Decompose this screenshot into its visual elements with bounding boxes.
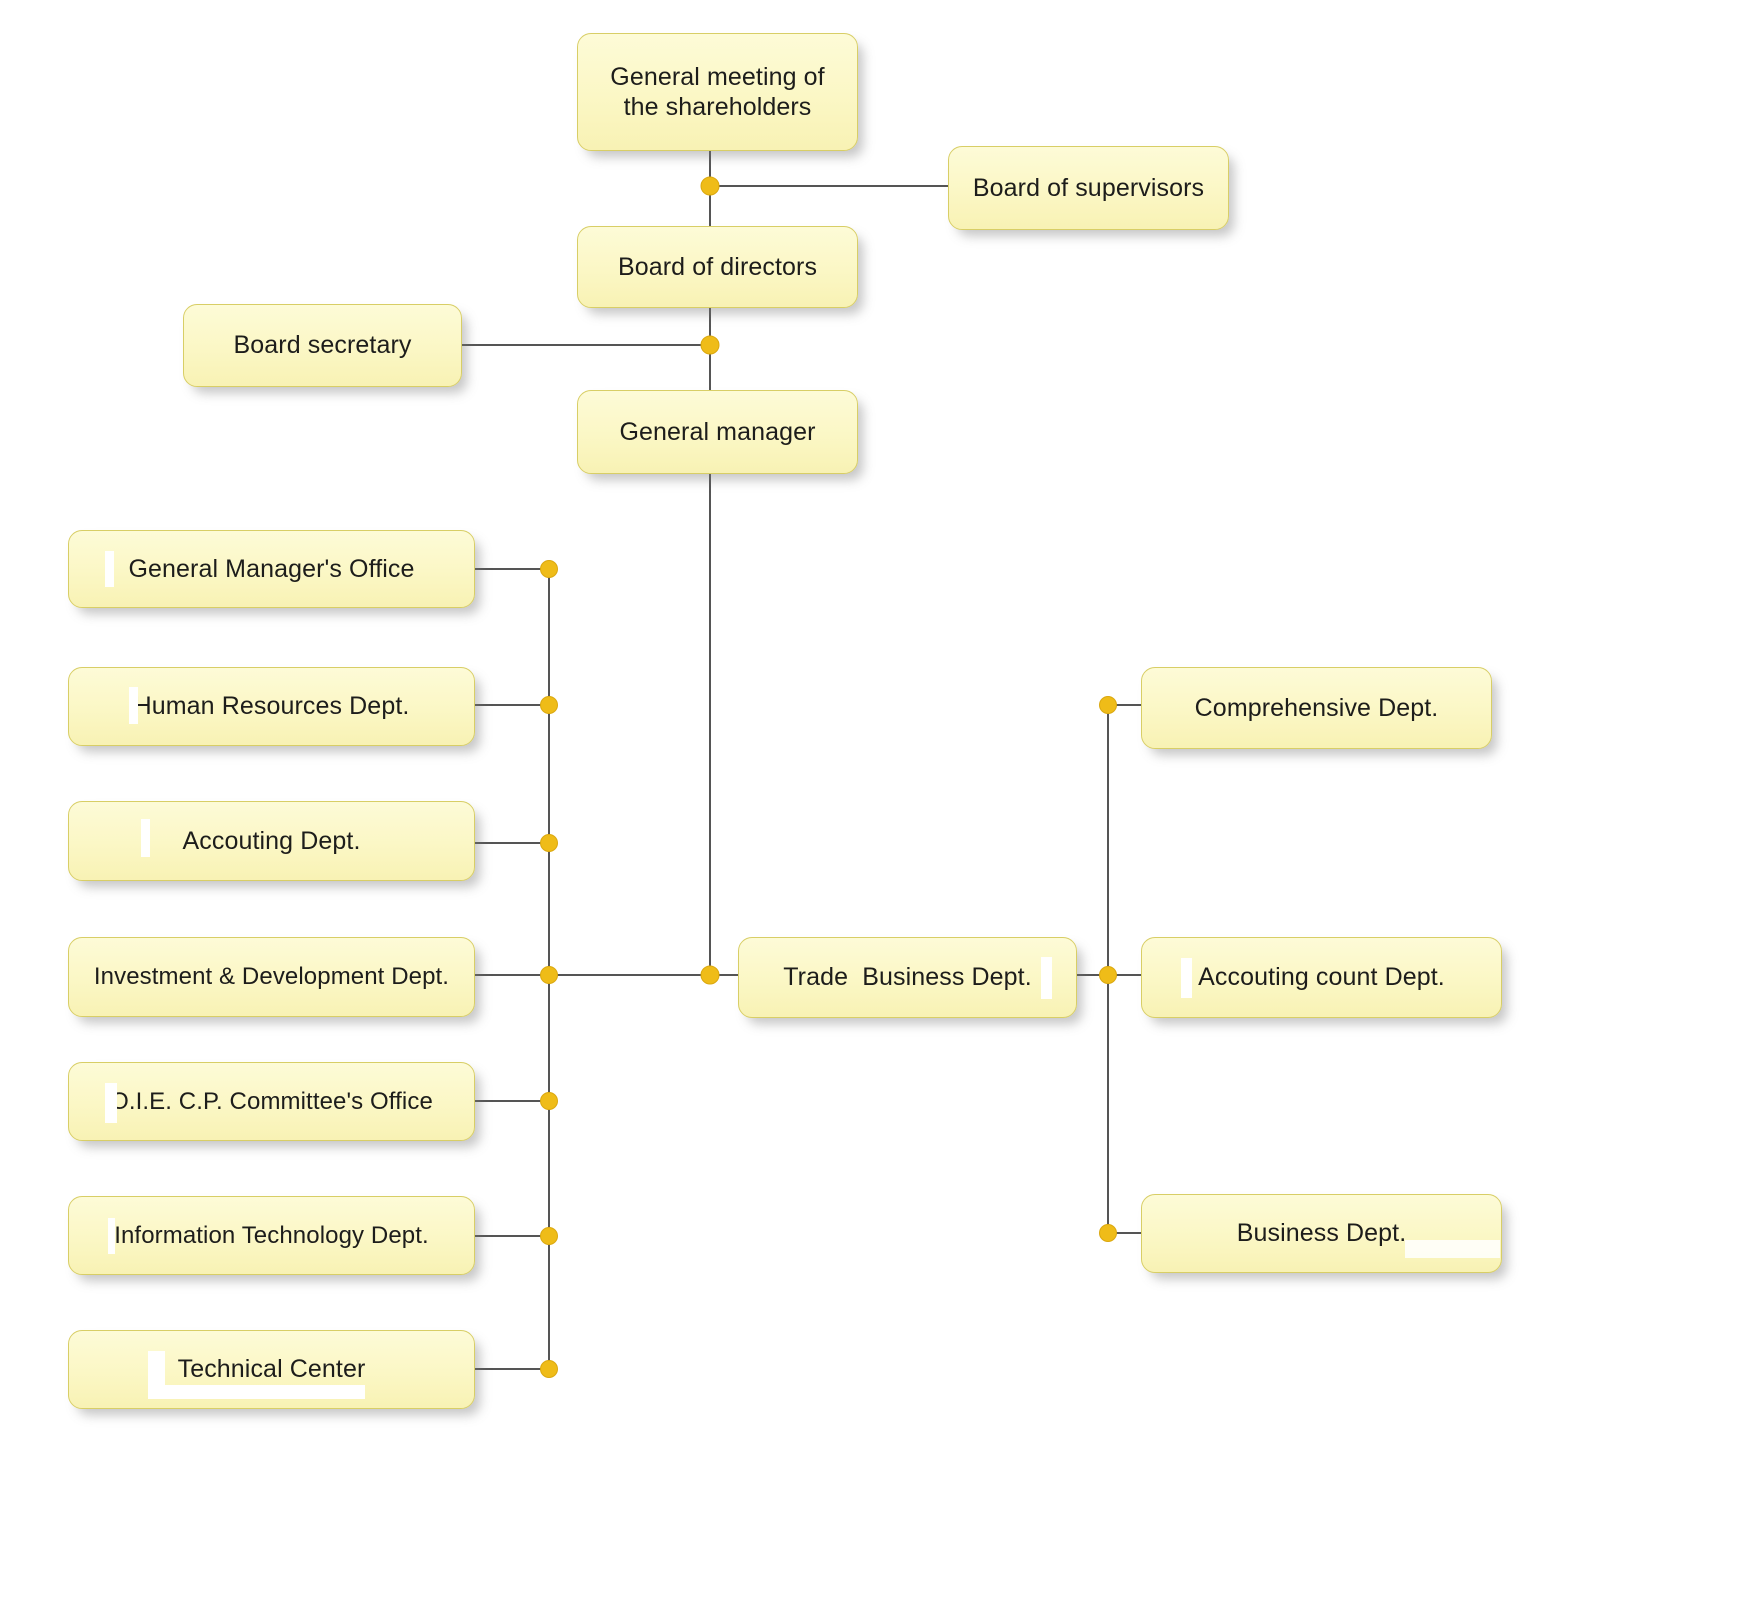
- node-board-secretary[interactable]: Board secretary: [183, 304, 462, 387]
- junction-dot: [540, 1092, 558, 1110]
- junction-dots: [540, 176, 1117, 1378]
- node-general-meeting-shareholders[interactable]: General meeting of the shareholders: [577, 33, 858, 151]
- node-investment-development-dept[interactable]: Investment & Development Dept.: [68, 937, 475, 1017]
- node-information-technology-dept[interactable]: Information Technology Dept.: [68, 1196, 475, 1275]
- junction-dot: [540, 1227, 558, 1245]
- junction-dot: [540, 1360, 558, 1378]
- junction-dot: [700, 965, 720, 985]
- junction-dot: [1099, 696, 1117, 714]
- node-board-of-directors[interactable]: Board of directors: [577, 226, 858, 308]
- junction-dot: [1099, 1224, 1117, 1242]
- junction-dot: [1099, 966, 1117, 984]
- junction-dot: [540, 834, 558, 852]
- node-technical-center[interactable]: Technical Center: [68, 1330, 475, 1409]
- junction-dot: [540, 966, 558, 984]
- node-oie-cp-committees-office[interactable]: O.I.E. C.P. Committee's Office: [68, 1062, 475, 1141]
- node-human-resources-dept[interactable]: Human Resources Dept.: [68, 667, 475, 746]
- node-accounting-dept[interactable]: Accouting Dept.: [68, 801, 475, 881]
- junction-dot: [540, 696, 558, 714]
- node-general-manager[interactable]: General manager: [577, 390, 858, 474]
- node-comprehensive-dept[interactable]: Comprehensive Dept.: [1141, 667, 1492, 749]
- node-accounting-count-dept[interactable]: Accouting count Dept.: [1141, 937, 1502, 1018]
- node-general-managers-office[interactable]: General Manager's Office: [68, 530, 475, 608]
- node-business-dept[interactable]: Business Dept.: [1141, 1194, 1502, 1273]
- junction-dot: [700, 335, 720, 355]
- node-board-of-supervisors[interactable]: Board of supervisors: [948, 146, 1229, 230]
- node-trade-business-dept[interactable]: Trade Business Dept.: [738, 937, 1077, 1018]
- junction-dot: [700, 176, 720, 196]
- junction-dot: [540, 560, 558, 578]
- scan-artifact-smudge: [1318, 824, 1336, 840]
